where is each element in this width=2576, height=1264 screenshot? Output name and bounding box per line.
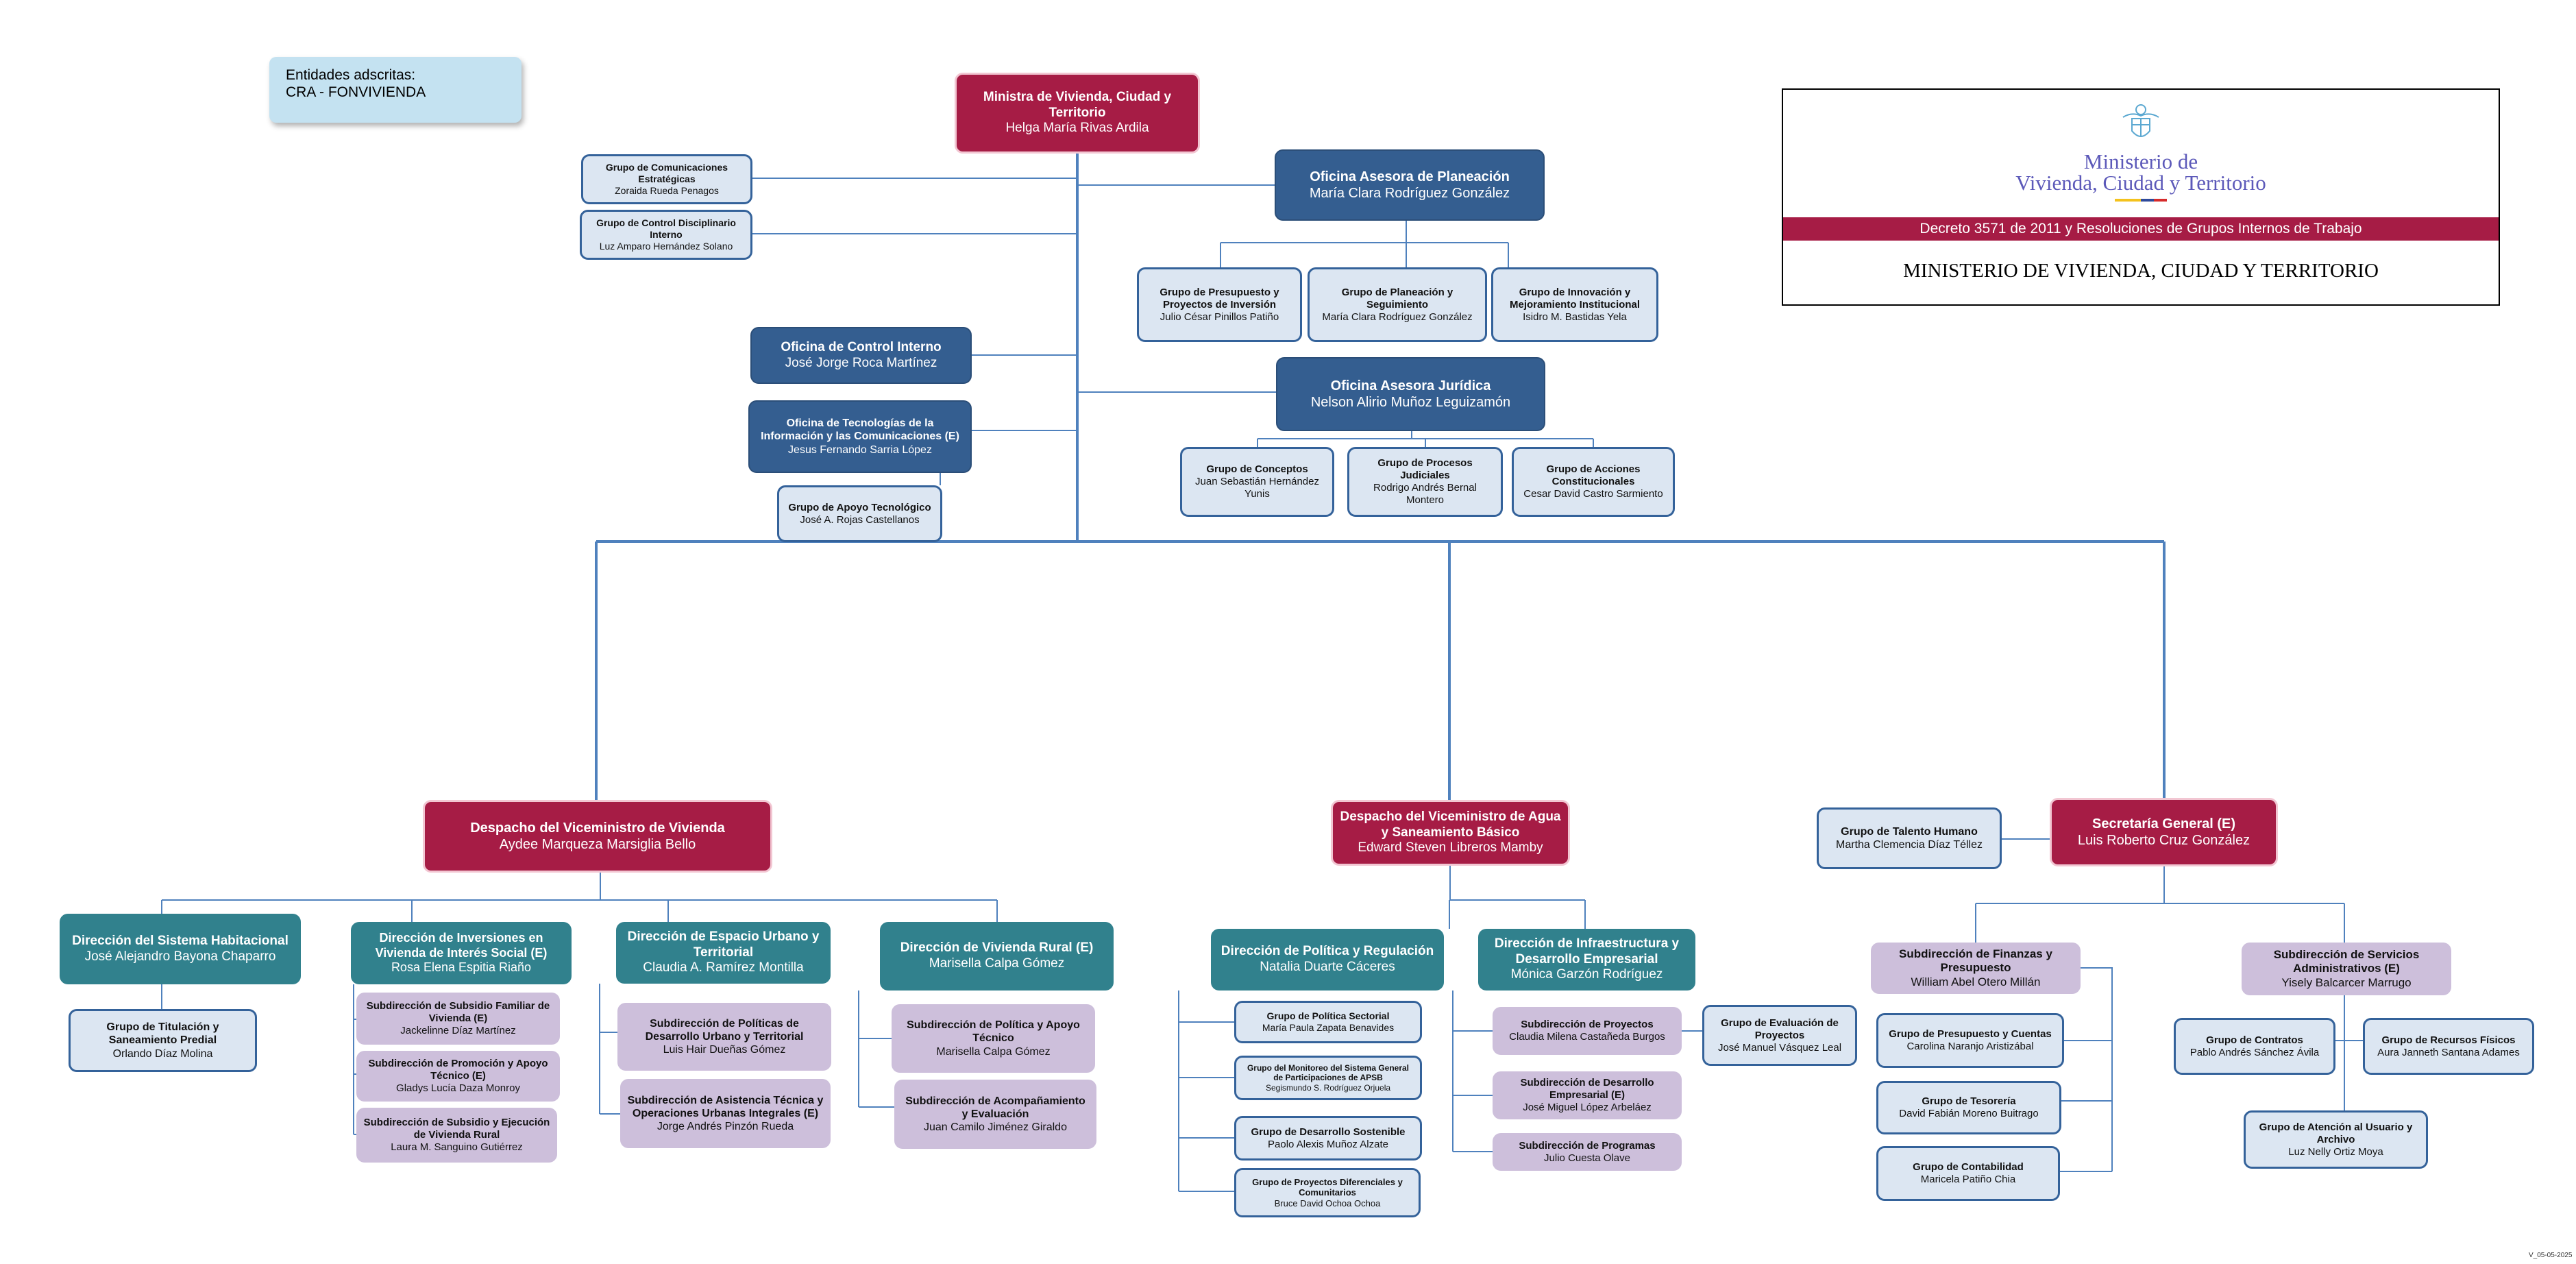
node-titulacion[interactable]: Grupo de Titulación y Saneamiento Predia…: [69, 1009, 257, 1072]
entidades-adscritas-box: Entidades adscritas: CRA - FONVIVIENDA: [269, 57, 522, 123]
node-viceministro-agua[interactable]: Despacho del Viceministro de Agua y Sane…: [1331, 800, 1570, 866]
flag-stripe: [2115, 198, 2167, 202]
node-sub-servicios[interactable]: Subdirección de Servicios Administrativo…: [2242, 943, 2451, 995]
node-innovacion[interactable]: Grupo de Innovación y Mejoramiento Insti…: [1491, 267, 1658, 342]
node-sub-asistencia-tecnica[interactable]: Subdirección de Asistencia Técnica y Ope…: [620, 1079, 831, 1148]
node-secretaria-general[interactable]: Secretaría General (E)Luis Roberto Cruz …: [2050, 798, 2278, 866]
ministry-logo: Ministerio de Vivienda, Ciudad y Territo…: [1783, 102, 2499, 202]
node-sub-acompanamiento[interactable]: Subdirección de Acompañamiento y Evaluac…: [894, 1080, 1096, 1149]
node-inversiones-vis[interactable]: Dirección de Inversiones en Vivienda de …: [351, 922, 572, 984]
node-espacio-urbano[interactable]: Dirección de Espacio Urbano y Territoria…: [616, 922, 831, 984]
node-sub-ejecucion-rural[interactable]: Subdirección de Subsidio y Ejecución de …: [356, 1108, 557, 1163]
node-sub-politicas-desarrollo[interactable]: Subdirección de Políticas de Desarrollo …: [617, 1003, 831, 1071]
node-monitoreo-sgp[interactable]: Grupo del Monitoreo del Sistema General …: [1234, 1056, 1422, 1100]
node-sub-promocion[interactable]: Subdirección de Promoción y Apoyo Técnic…: [356, 1051, 560, 1102]
node-ministra[interactable]: Ministra de Vivienda, Ciudad y Territori…: [955, 73, 1200, 154]
node-proyectos-diferenciales[interactable]: Grupo de Proyectos Diferenciales y Comun…: [1234, 1168, 1421, 1217]
ministry-title: MINISTERIO DE VIVIENDA, CIUDAD Y TERRITO…: [1903, 260, 2379, 282]
node-sub-subsidio-familiar[interactable]: Subdirección de Subsidio Familiar de Viv…: [356, 993, 560, 1045]
coat-of-arms-icon: [2122, 104, 2159, 137]
node-presupuesto-inversion[interactable]: Grupo de Presupuesto y Proyectos de Inve…: [1137, 267, 1302, 342]
entidades-value: CRA - FONVIVIENDA: [286, 84, 426, 101]
entidades-label: Entidades adscritas:: [286, 67, 416, 83]
node-sub-desarrollo-empresarial[interactable]: Subdirección de Desarrollo Empresarial (…: [1493, 1071, 1682, 1119]
ministry-header: Ministerio de Vivienda, Ciudad y Territo…: [1782, 88, 2500, 306]
decree-banner: Decreto 3571 de 2011 y Resoluciones de G…: [1783, 217, 2499, 241]
node-sub-politica-apoyo[interactable]: Subdirección de Política y Apoyo Técnico…: [892, 1004, 1095, 1073]
logo-line1: Ministerio de: [2083, 149, 2198, 173]
node-vivienda-rural[interactable]: Dirección de Vivienda Rural (E)Marisella…: [880, 922, 1114, 990]
version-label: V_05-05-2025: [2529, 1252, 2573, 1259]
logo-line2: Vivienda, Ciudad y Territorio: [2015, 171, 2266, 195]
node-infraestructura[interactable]: Dirección de Infraestructura y Desarroll…: [1478, 929, 1695, 990]
node-tic[interactable]: Oficina de Tecnologías de la Información…: [748, 400, 972, 473]
